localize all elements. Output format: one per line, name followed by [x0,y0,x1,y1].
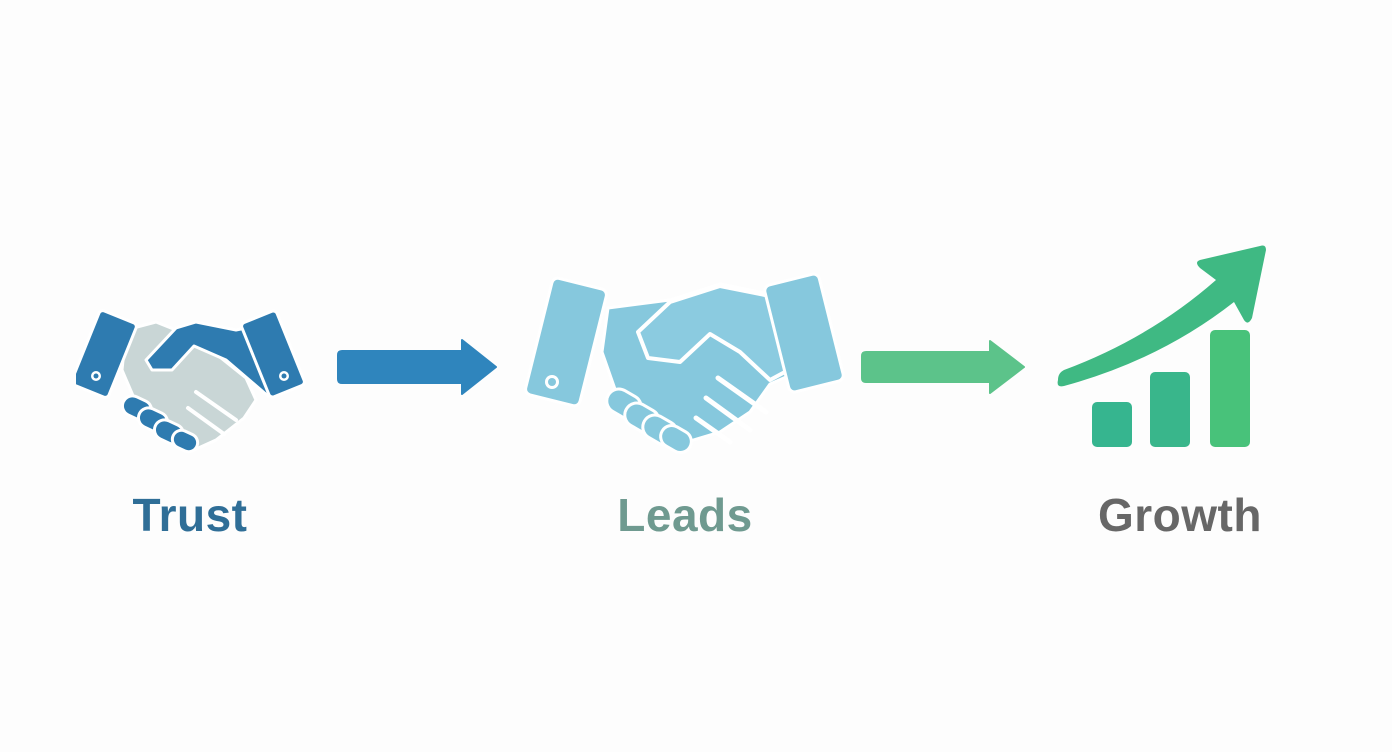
growth-chart-icon [1057,245,1266,447]
step-label-growth: Growth [1098,489,1262,541]
handshake-icon [524,272,845,454]
arrow-right-icon [337,339,497,395]
handshake-icon [76,309,306,454]
step-label-leads: Leads [617,489,753,541]
step-label-trust: Trust [132,489,248,541]
arrow-right-icon [861,340,1025,394]
